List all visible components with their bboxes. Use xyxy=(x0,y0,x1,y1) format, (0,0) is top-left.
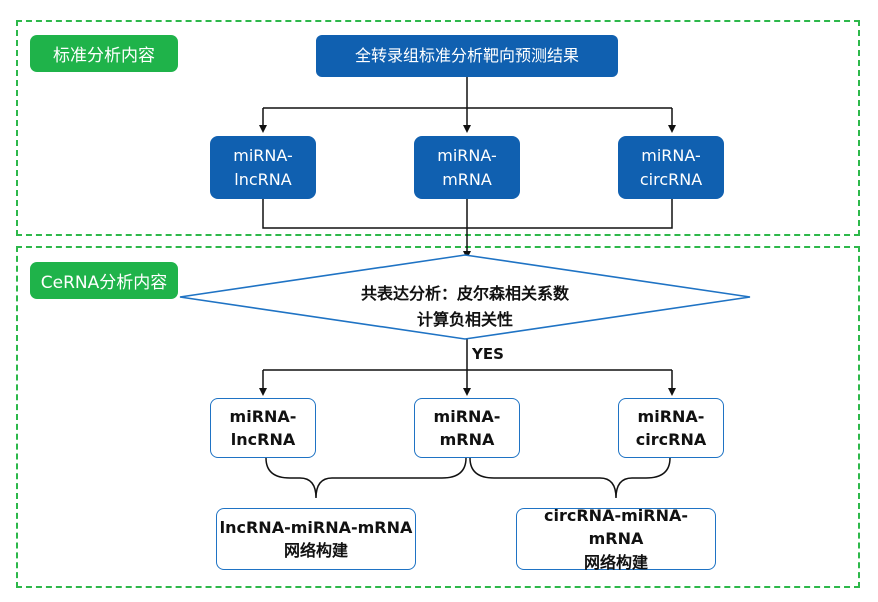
brace-circrna-network xyxy=(469,457,671,499)
circrna-network-box: circRNA-miRNA-mRNA 网络构建 xyxy=(516,506,716,572)
standard-analysis-section xyxy=(16,20,860,236)
transcriptome-prediction-box: 全转录组标准分析靶向预测结果 xyxy=(316,35,618,77)
yes-label: YES xyxy=(472,345,504,363)
lncrna-network-box: lncRNA-miRNA-mRNA 网络构建 xyxy=(216,508,416,570)
bottom-mirna-circrna-box: miRNA- circRNA xyxy=(618,398,724,458)
decision-diamond xyxy=(179,254,751,340)
top-mirna-circrna-line1: miRNA- xyxy=(641,146,701,166)
standard-analysis-tag: 标准分析内容 xyxy=(30,35,178,72)
bottom-mirna-lncrna-box: miRNA- lncRNA xyxy=(210,398,316,458)
top-mirna-circrna-box: miRNA- circRNA xyxy=(618,136,724,199)
bottom-mirna-lncrna-line2: lncRNA xyxy=(230,430,296,449)
decision-line1: 共表达分析：皮尔森相关系数 xyxy=(360,284,569,304)
bottom-mirna-mrna-line2: mRNA xyxy=(439,430,495,449)
circrna-network-line1: circRNA-miRNA-mRNA xyxy=(544,506,688,549)
top-mirna-mrna-line1: miRNA- xyxy=(437,146,497,166)
top-mirna-circrna-line2: circRNA xyxy=(639,169,703,189)
cerna-analysis-section xyxy=(16,246,860,588)
lncrna-network-line1: lncRNA-miRNA-mRNA xyxy=(219,517,413,537)
bottom-mirna-circrna-line2: circRNA xyxy=(635,430,707,449)
decision-line2: 计算负相关性 xyxy=(416,310,513,329)
top-mirna-lncrna-box: miRNA- lncRNA xyxy=(210,136,316,199)
bottom-mirna-mrna-box: miRNA- mRNA xyxy=(414,398,520,458)
decision-text: 共表达分析：皮尔森相关系数 计算负相关性 xyxy=(300,272,630,342)
top-mirna-mrna-line2: mRNA xyxy=(442,169,492,189)
bottom-mirna-mrna-line1: miRNA- xyxy=(433,406,501,426)
cerna-analysis-tag: CeRNA分析内容 xyxy=(30,262,178,299)
bottom-mirna-lncrna-line1: miRNA- xyxy=(229,406,297,426)
brace-lncrna-network xyxy=(265,457,467,499)
bottom-mirna-circrna-line1: miRNA- xyxy=(637,406,705,426)
top-mirna-mrna-box: miRNA- mRNA xyxy=(414,136,520,199)
top-mirna-lncrna-line1: miRNA- xyxy=(233,146,293,166)
circrna-network-line2: 网络构建 xyxy=(583,552,648,572)
transcriptome-prediction-label: 全转录组标准分析靶向预测结果 xyxy=(354,46,579,66)
lncrna-network-line2: 网络构建 xyxy=(283,541,348,560)
top-mirna-lncrna-line2: lncRNA xyxy=(234,169,292,189)
